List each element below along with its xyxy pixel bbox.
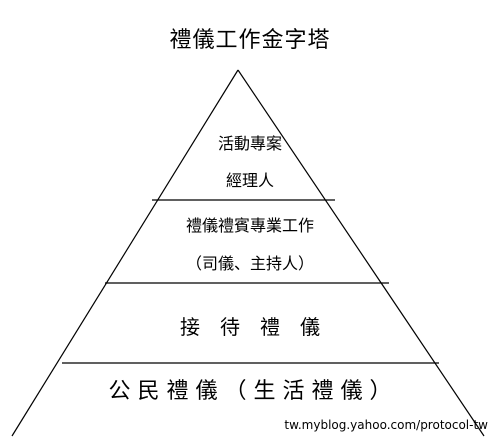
tier-2-line-1: 禮儀禮賓專業工作 xyxy=(185,216,314,235)
pyramid-right-edge xyxy=(237,69,485,437)
diagram-title: 禮儀工作金字塔 xyxy=(169,28,331,53)
tier-1-line-1: 活動專案 xyxy=(217,134,282,153)
tier-2-line-2: （司儀、主持人） xyxy=(185,254,314,273)
tier-3-label: 接 待 禮 儀 xyxy=(180,315,320,339)
tier-1-line-2: 經理人 xyxy=(225,171,274,190)
pyramid-left-edge xyxy=(11,69,239,437)
source-url: tw.myblog.yahoo.com/protocol-tw xyxy=(284,418,488,432)
tier-4-label: 公 民 禮 儀 （ 生 活 禮 儀 ） xyxy=(108,379,392,404)
